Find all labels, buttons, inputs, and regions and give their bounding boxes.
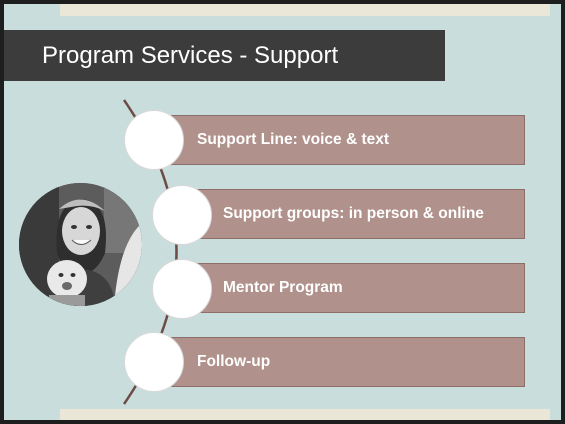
family-photo [19, 183, 142, 306]
item-label: Mentor Program [223, 279, 343, 296]
bullet-circle-3 [152, 259, 212, 319]
bullet-circle-1 [124, 110, 184, 170]
item-bar-support-groups: Support groups: in person & online [188, 189, 525, 239]
item-bar-follow-up: Follow-up [162, 337, 525, 387]
photo-image [19, 183, 142, 306]
item-label: Support groups: in person & online [223, 205, 484, 222]
item-bar-support-line: Support Line: voice & text [162, 115, 525, 165]
item-label: Support Line: voice & text [197, 131, 390, 148]
item-bar-mentor-program: Mentor Program [188, 263, 525, 313]
title-bar: Program Services - Support [4, 30, 445, 81]
slide-canvas: Program Services - Support Support Line:… [4, 4, 561, 420]
top-accent-band [60, 4, 550, 16]
slide-title: Program Services - Support [42, 42, 339, 69]
bottom-accent-band [60, 409, 550, 420]
bullet-circle-2 [152, 185, 212, 245]
item-label: Follow-up [197, 353, 271, 370]
bullet-circle-4 [124, 332, 184, 392]
